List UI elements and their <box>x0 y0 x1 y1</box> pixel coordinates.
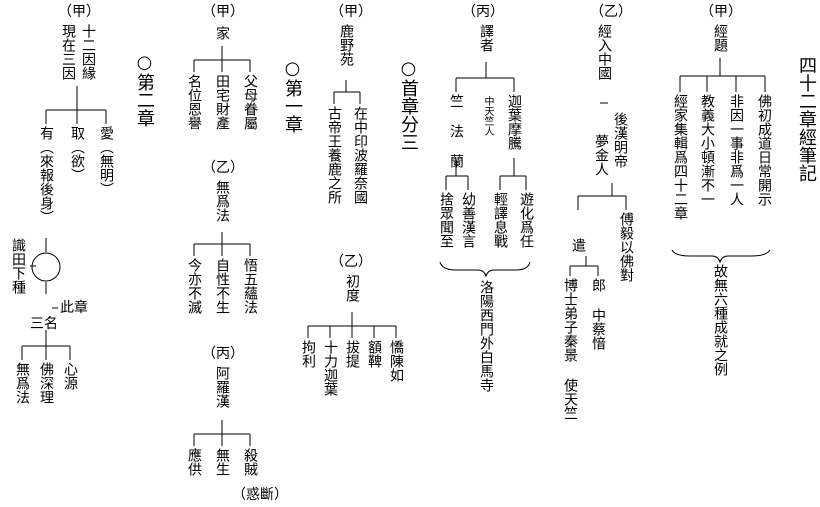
col-entry-envoy: 博士弟子秦景 使天竺 <box>562 278 578 420</box>
chapter-one-item: 名位恩譽 <box>186 74 202 130</box>
chapter-one-node3: 阿羅漢 <box>214 366 230 408</box>
chapter-two-item2: 佛深理 <box>38 362 54 404</box>
col-entry-emperor: 夢金人 <box>593 134 609 176</box>
chapter-one-item2: 自性不生 <box>214 258 230 314</box>
col-translator-origin: 中天竺人 <box>482 96 493 136</box>
col-translator-act: 捨眾聞至 <box>438 192 454 248</box>
chapter-one-head3: （丙） <box>202 346 244 362</box>
chapter-first-item: 古帝王養鹿之所 <box>326 106 342 204</box>
col-entry-head: （乙） <box>590 4 632 20</box>
chapter-one-head2: （乙） <box>202 160 244 176</box>
chapter-one-item2: 悟五蘊法 <box>242 258 258 314</box>
col-title-summary: 故無六種成就之例 <box>712 264 728 376</box>
chapter-two-node: 十二因緣 <box>80 24 96 80</box>
col-title-node: 經題 <box>712 24 728 52</box>
chapter-two-item: 有（來報後身） <box>38 126 54 224</box>
chapter-one-item3: 無生 <box>214 448 230 476</box>
page-title: 四十二章經筆記 <box>796 56 817 182</box>
chapter-first-node2: 初度 <box>344 274 360 302</box>
chapter-one-node: 家 <box>214 26 230 40</box>
col-translator-act: 遊化爲任 <box>518 192 534 248</box>
chapter-two-item: 取（欲） <box>69 126 85 182</box>
chapter-one-note: （惑斷） <box>232 487 288 503</box>
chapter-one-item2: 今亦不滅 <box>186 258 202 314</box>
chapter-first-person: 十力迦葉 <box>322 340 338 396</box>
col-translator-act: 幼善漢言 <box>460 192 476 248</box>
chapter-two-item: 愛（無明） <box>98 126 114 196</box>
col-entry-envoy: 郎 中蔡愔 <box>590 278 606 350</box>
col-translator-act: 輕譯息戰 <box>492 192 508 248</box>
col-title-item: 經家集輯爲四十二章 <box>672 94 688 220</box>
chapter-two-item2: 心源 <box>62 362 78 390</box>
chapter-first-head2: （乙） <box>330 254 372 270</box>
chapter-one-node2: 無爲法 <box>214 180 230 222</box>
chapter-one-item: 田宅財產 <box>214 74 230 130</box>
chapter-one-item3: 殺賊 <box>242 448 258 476</box>
chapter-first-person: 拔提 <box>344 340 360 368</box>
chapter-two-node2: 此章 <box>60 300 88 316</box>
col-title-item: 佛初成道日常開示 <box>756 94 772 206</box>
chapter-two-node2-b: 三名 <box>30 316 58 332</box>
col-translator-monk: 竺 法 蘭 <box>448 94 464 168</box>
chapter-two-title: ○第二章 <box>134 52 155 127</box>
col-entry-item: 遣 <box>570 238 586 252</box>
chapter-two-head: （甲） <box>58 4 100 20</box>
chapter-one-head: （甲） <box>202 4 244 20</box>
chapter-two-seed: 識田下種 <box>10 238 26 294</box>
col-entry-item: 傅毅以佛對 <box>618 212 634 282</box>
col-translator-node: 譯者 <box>478 24 494 52</box>
chapter-first-title: ○首章分三 <box>398 58 419 151</box>
chapter-first-person: 額鞞 <box>366 340 382 368</box>
chapter-first-node: 鹿野苑 <box>338 24 354 66</box>
chapter-first-person: 拘利 <box>300 340 316 368</box>
chapter-first-person: 憍陳如 <box>388 340 404 382</box>
col-title-head: （甲） <box>700 4 742 20</box>
chapter-one-item3: 應供 <box>186 448 202 476</box>
chapter-first-item: 在中印波羅奈國 <box>352 106 368 204</box>
col-title-item: 非因一事非爲一人 <box>728 94 744 206</box>
chapter-first-head: （甲） <box>330 4 372 20</box>
col-translator-place: 洛陽西門外白馬寺 <box>478 280 494 392</box>
chapter-two-item2: 無爲法 <box>14 362 30 404</box>
chapter-two-node-b: 現在三因 <box>60 24 76 80</box>
chapter-one-title: ○第一章 <box>282 58 303 133</box>
col-title-item: 教義大小頓漸不一 <box>699 94 715 206</box>
col-entry-sub: 後漢明帝 <box>612 112 628 168</box>
chapter-one-item: 父母眷屬 <box>242 74 258 130</box>
col-translator-head: （丙） <box>462 4 504 20</box>
col-entry-node: 經入中國 <box>596 24 612 80</box>
col-translator-monk: 迦葉摩騰 <box>506 94 522 150</box>
